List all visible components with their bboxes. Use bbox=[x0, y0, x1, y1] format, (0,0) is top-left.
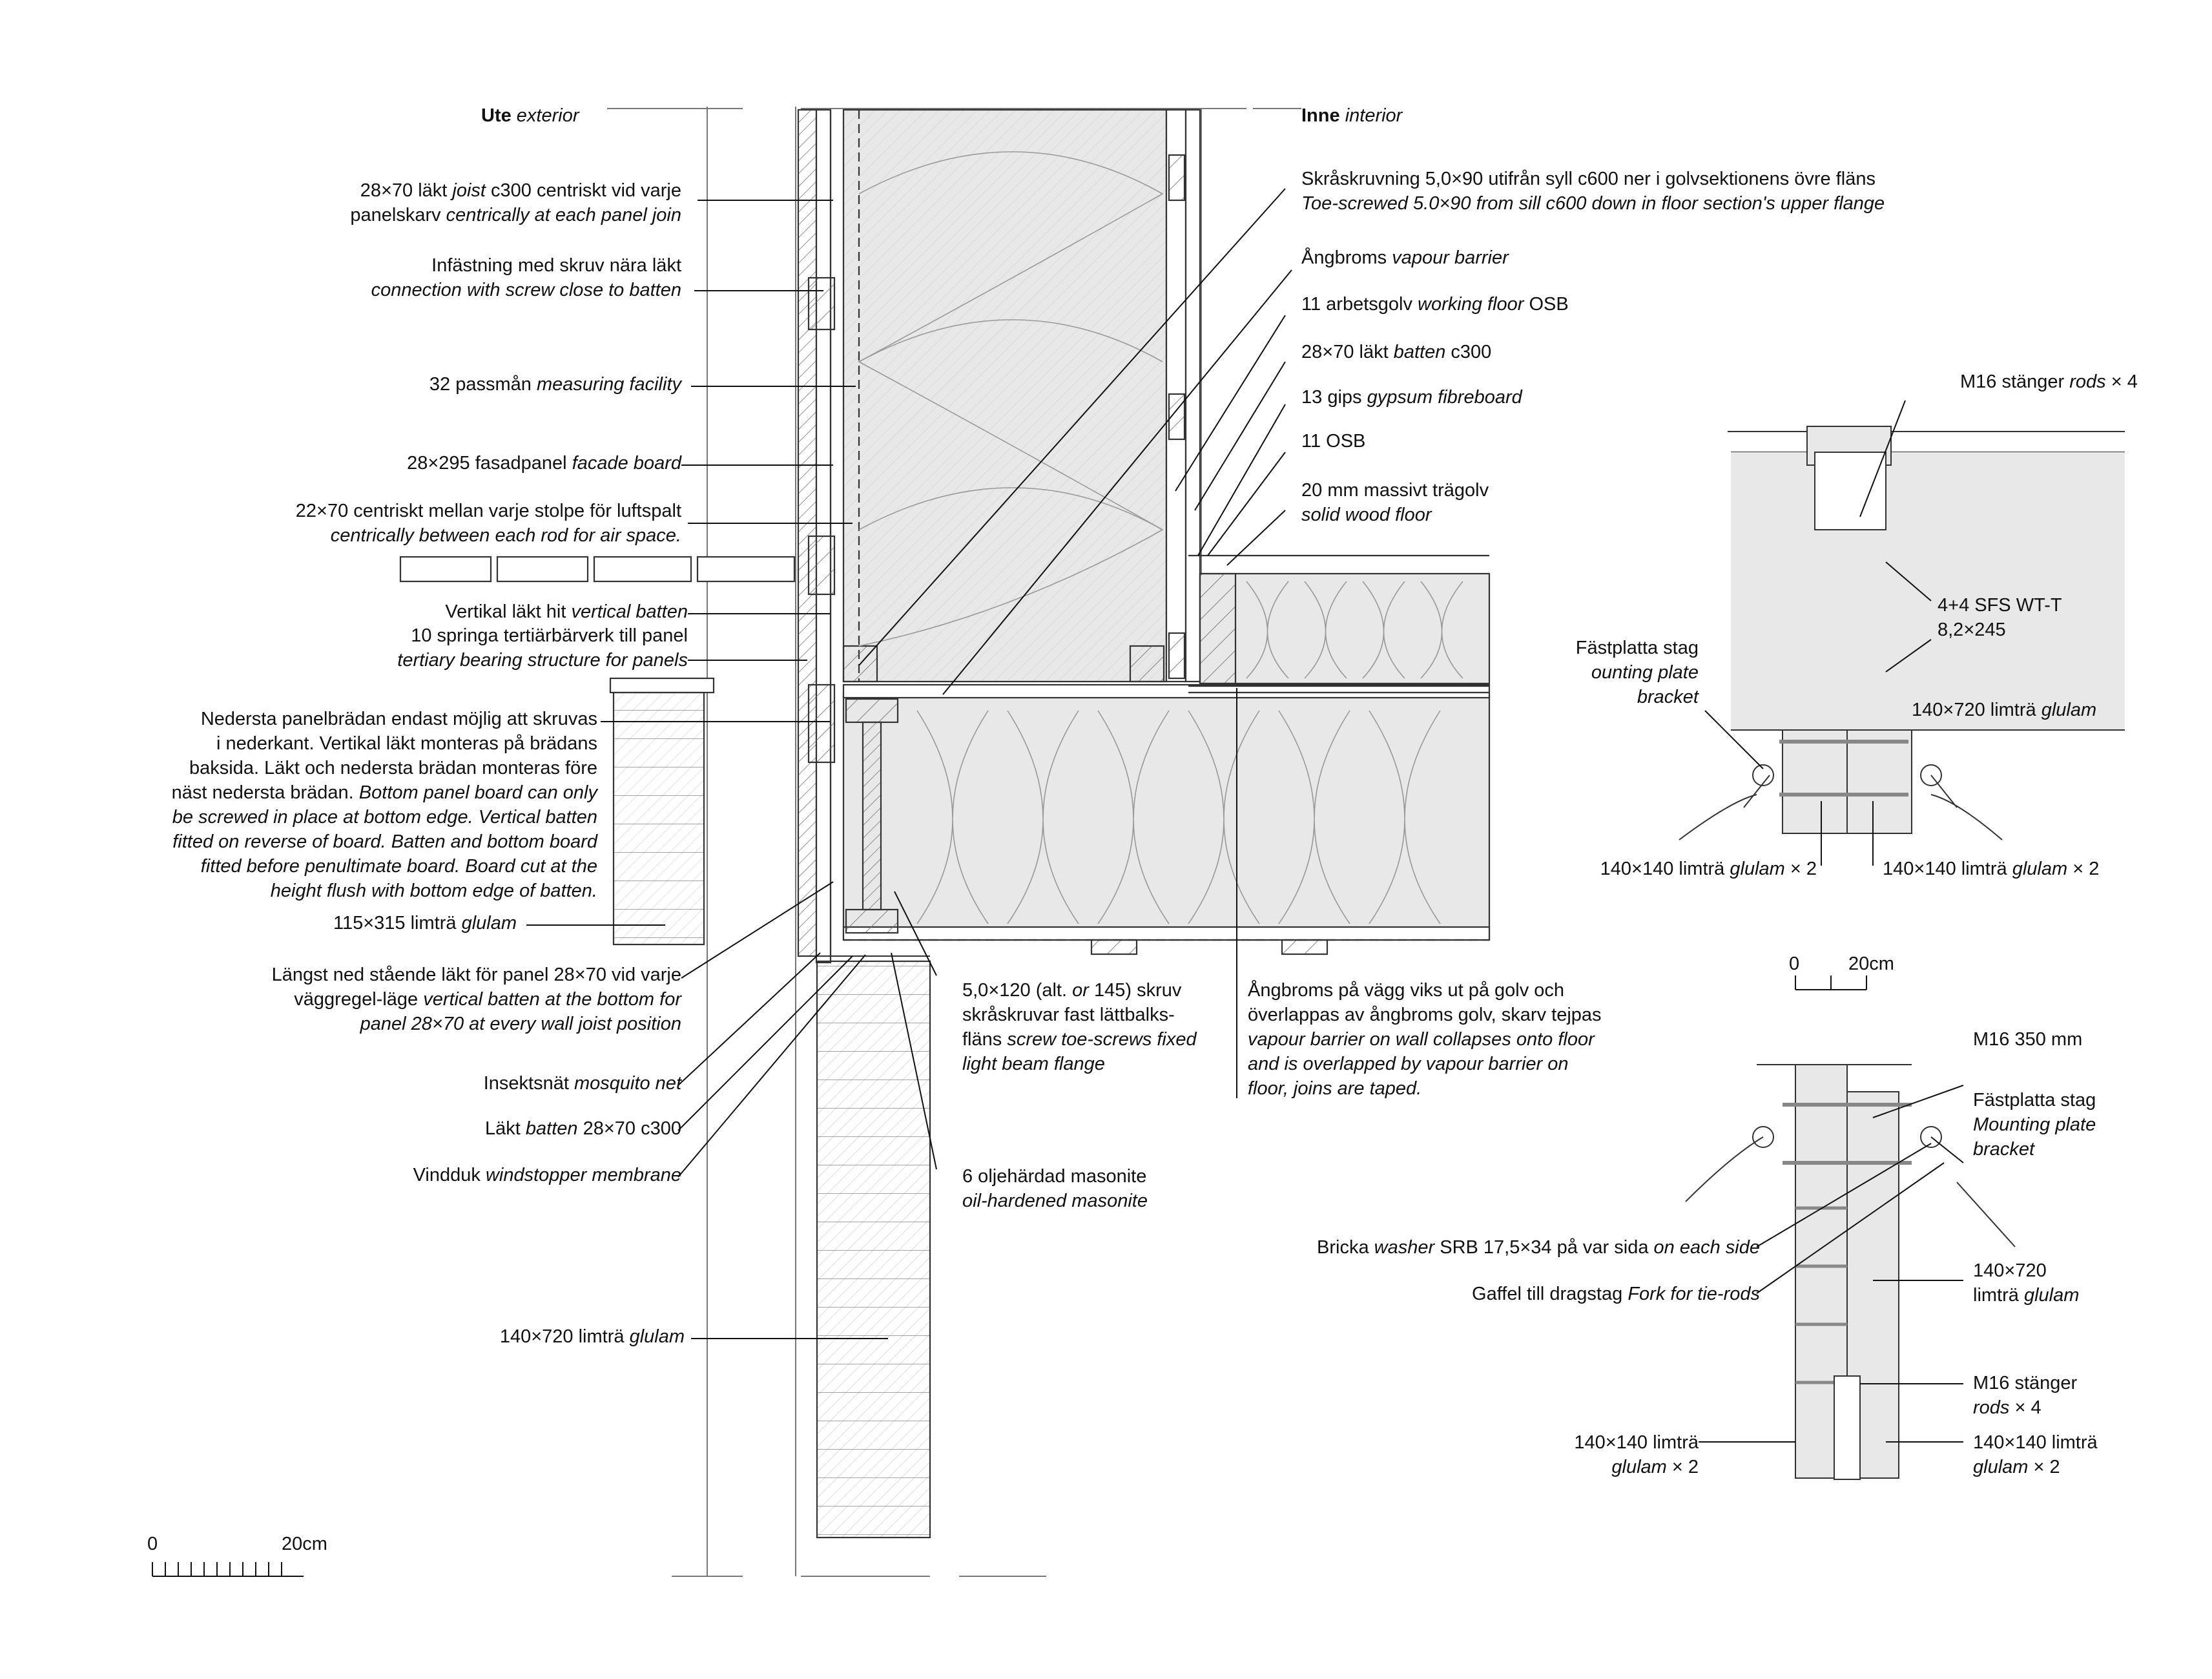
detail-bottom-m16: M16 350 mm bbox=[1973, 1029, 2083, 1050]
label-vapour-fold: Ångbroms på vägg viks ut på golv och öve… bbox=[1248, 980, 1602, 1099]
label-working-floor: 11 arbetsgolv working floor OSB bbox=[1301, 294, 1569, 315]
label-toe-screw: Skråskruvning 5,0×90 utifrån syll c600 n… bbox=[1301, 169, 1885, 214]
label-screw-120: 5,0×120 (alt. or 145) skruv skråskruvar … bbox=[962, 980, 1197, 1074]
detail-top-glulam-140-left: 140×140 limträ glulam × 2 bbox=[1600, 859, 1817, 879]
detail-bottom-leaders bbox=[1699, 1085, 1964, 1443]
label-glulam-720: 140×720 limträ glulam bbox=[499, 1326, 685, 1347]
detail-top-glulam-720: 140×720 limträ glulam bbox=[1912, 700, 2097, 720]
detail-top-rods: M16 stänger rods × 4 bbox=[1960, 371, 2138, 392]
main-scale-end: 20cm bbox=[282, 1534, 327, 1554]
floor-insulation bbox=[916, 710, 1441, 924]
detail-scale-end: 20cm bbox=[1848, 954, 1894, 974]
leader-lines-left bbox=[526, 200, 888, 1339]
detail-scale-zero: 0 bbox=[1789, 954, 1800, 974]
detail-scale-bar bbox=[1795, 975, 1867, 990]
label-batten: Läkt batten 28×70 c300 bbox=[485, 1118, 681, 1139]
exterior-header: Ute exterior bbox=[481, 105, 579, 126]
interior-header: Inne interior bbox=[1301, 105, 1403, 126]
label-glulam-115: 115×315 limträ glulam bbox=[333, 913, 517, 933]
label-vertical-batten: Vertikal läkt hit vertical batten bbox=[445, 601, 688, 622]
label-air-space: 22×70 centriskt mellan varje stolpe för … bbox=[295, 501, 681, 546]
wall-insulation bbox=[858, 151, 1164, 647]
detail-top bbox=[1679, 426, 2125, 840]
label-bottom-board-note: Nedersta panelbrädan endast möjlig att s… bbox=[171, 709, 597, 901]
label-lowest-batten: Längst ned stående läkt för panel 28×70 … bbox=[271, 965, 681, 1034]
label-vapour-barrier: Ångbroms vapour barrier bbox=[1301, 247, 1509, 268]
label-facade-board: 28×295 fasadpanel facade board bbox=[407, 453, 681, 474]
label-joist: 28×70 läkt joist c300 centriskt vid varj… bbox=[350, 180, 681, 225]
floor-section bbox=[842, 683, 1491, 955]
detail-top-glulam-140-right: 140×140 limträ glulam × 2 bbox=[1883, 859, 2100, 879]
label-measuring: 32 passmån measuring facility bbox=[429, 374, 681, 395]
facade-layers bbox=[797, 109, 836, 964]
detail-top-leaders bbox=[1704, 400, 1932, 866]
detail-bottom-washer: Bricka washer SRB 17,5×34 på var sida on… bbox=[1317, 1237, 1760, 1258]
leader-lines-right bbox=[858, 188, 1292, 1170]
detail-bottom-fork: Gaffel till dragstag Fork for tie-rods bbox=[1472, 1284, 1760, 1304]
interior-floor-insulation bbox=[1246, 581, 1463, 679]
label-osb: 11 OSB bbox=[1301, 431, 1366, 452]
stud-wall bbox=[842, 109, 1201, 683]
label-gypsum: 13 gips gypsum fibreboard bbox=[1301, 387, 1522, 408]
main-scale-bar bbox=[152, 1562, 304, 1577]
label-mosquito-net: Insektsnät mosquito net bbox=[483, 1073, 681, 1094]
label-batten-c300: 28×70 läkt batten c300 bbox=[1301, 342, 1492, 362]
interior-floor bbox=[1188, 554, 1491, 694]
main-scale-zero: 0 bbox=[147, 1534, 158, 1554]
detail-bottom bbox=[1685, 1064, 2016, 1480]
label-windstopper: Vindduk windstopper membrane bbox=[413, 1165, 681, 1185]
deck-boards bbox=[399, 556, 796, 583]
